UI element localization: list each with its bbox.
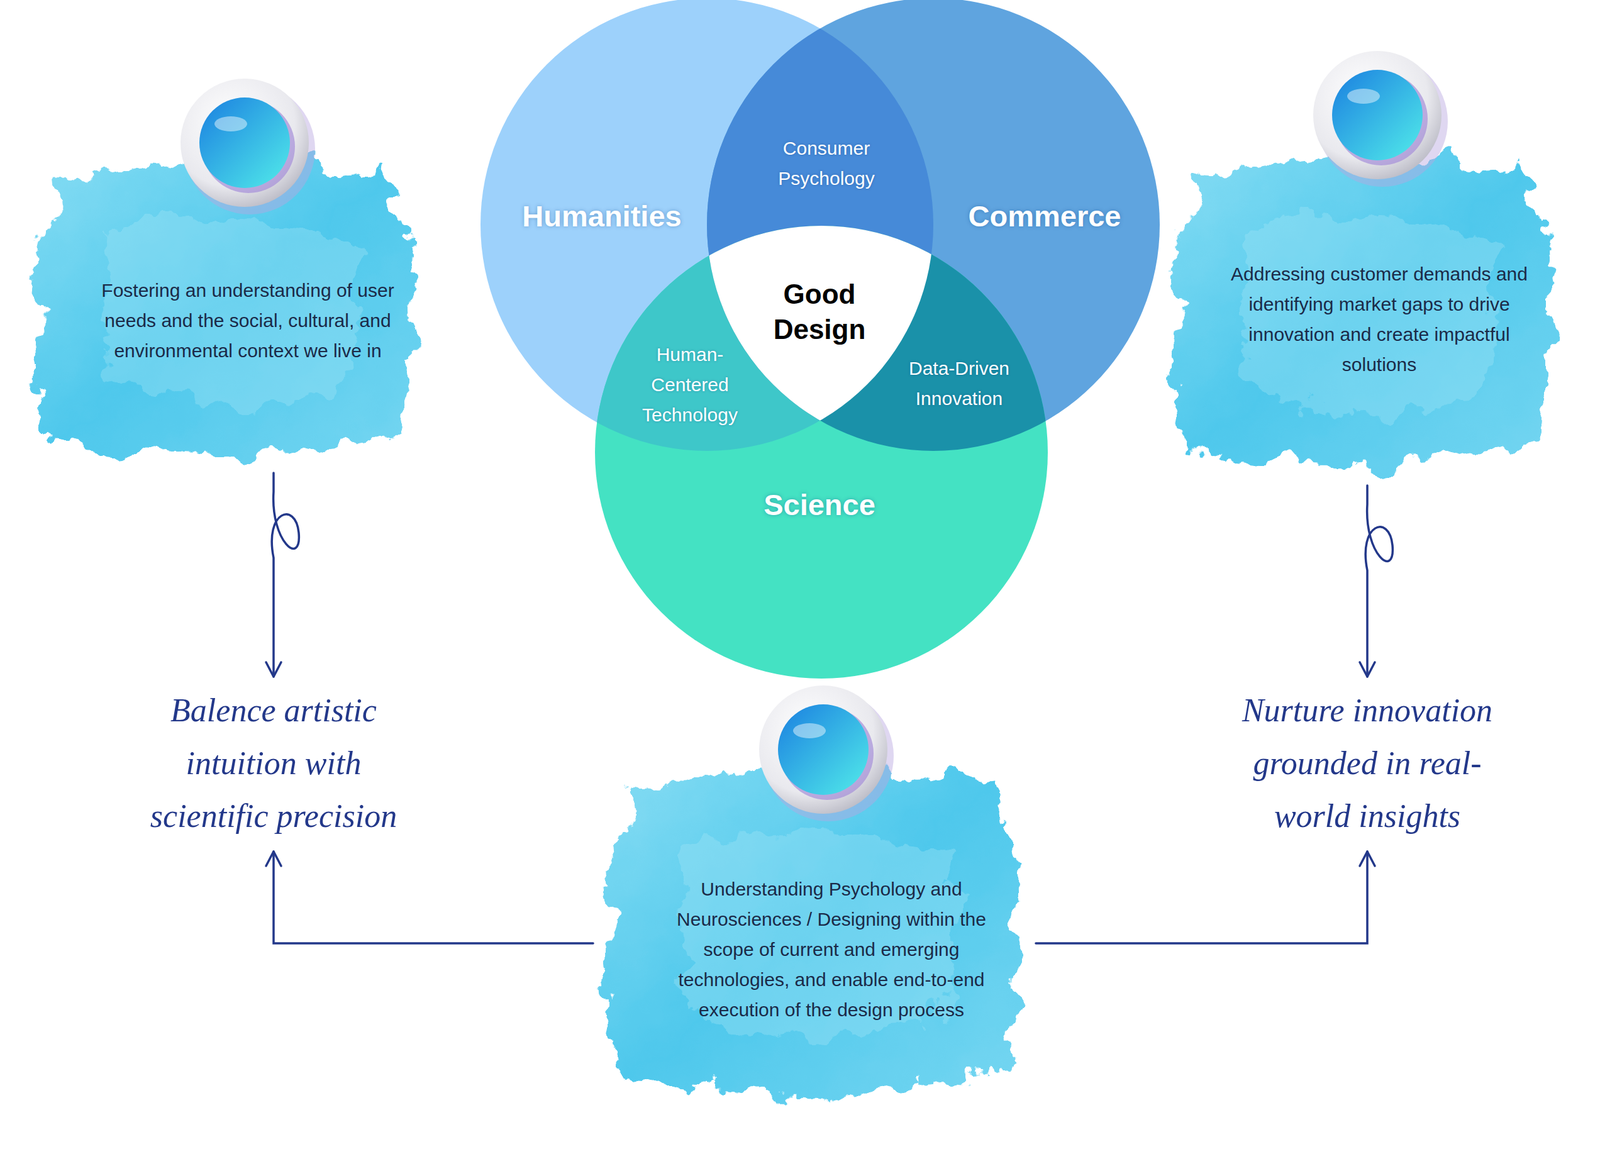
humanities-circle (480, 0, 934, 451)
overlap-label: Data-Driven Innovation (891, 353, 1028, 414)
outcome-text-text: Balence artistic intuition with scientif… (125, 684, 422, 843)
watercolor-box: Understanding Psychology and Neuroscienc… (588, 729, 1041, 1126)
orb-highlight (793, 723, 826, 739)
watercolor-box: Fostering an understanding of user needs… (18, 125, 434, 485)
connector-arrow (1365, 485, 1393, 677)
orb-highlight (214, 116, 248, 132)
overlap-label-text: Human-Centered Technology (628, 339, 752, 431)
box-text: Addressing customer demands and identify… (1222, 259, 1537, 380)
watercolor-box: Addressing customer demands and identify… (1157, 119, 1573, 497)
connector-arrow (1035, 851, 1368, 944)
orb-core (1332, 69, 1423, 161)
overlap-label: Consumer Psychology (750, 133, 902, 194)
circle-label-text: Commerce (940, 198, 1149, 234)
core-label-text: Good Design (762, 276, 877, 348)
box-text: Fostering an understanding of user needs… (93, 275, 402, 367)
orb-highlight (1347, 88, 1380, 104)
orb-ring (180, 78, 309, 207)
connector-arrow (271, 472, 299, 677)
core-label: Good Design (762, 276, 877, 348)
circle-label: Humanities (498, 198, 706, 234)
outcome-text: Balence artistic intuition with scientif… (125, 684, 422, 843)
overlap-label-text: Data-Driven Innovation (891, 353, 1028, 414)
outcome-text: Nurture innovation grounded in real-worl… (1219, 684, 1516, 843)
circle-label-text: Humanities (498, 198, 706, 234)
orb-core (199, 97, 290, 189)
core-region (480, 0, 934, 451)
overlap-label: Human-Centered Technology (628, 339, 752, 431)
circle-label: Science (715, 487, 924, 523)
connector-arrow (273, 851, 594, 944)
orb-ring (1313, 50, 1442, 180)
outcome-text-text: Nurture innovation grounded in real-worl… (1219, 684, 1516, 843)
orb-core (777, 704, 869, 795)
watercolor-blob (1175, 155, 1552, 468)
circle-label-text: Science (715, 487, 924, 523)
circle-label: Commerce (940, 198, 1149, 234)
box-text: Understanding Psychology and Neuroscienc… (664, 874, 999, 1026)
overlap-label-text: Consumer Psychology (750, 133, 902, 194)
orb-ring (759, 685, 888, 814)
watercolor-shape (18, 125, 434, 485)
overlap-region (480, 0, 934, 451)
overlap-region (480, 0, 934, 451)
